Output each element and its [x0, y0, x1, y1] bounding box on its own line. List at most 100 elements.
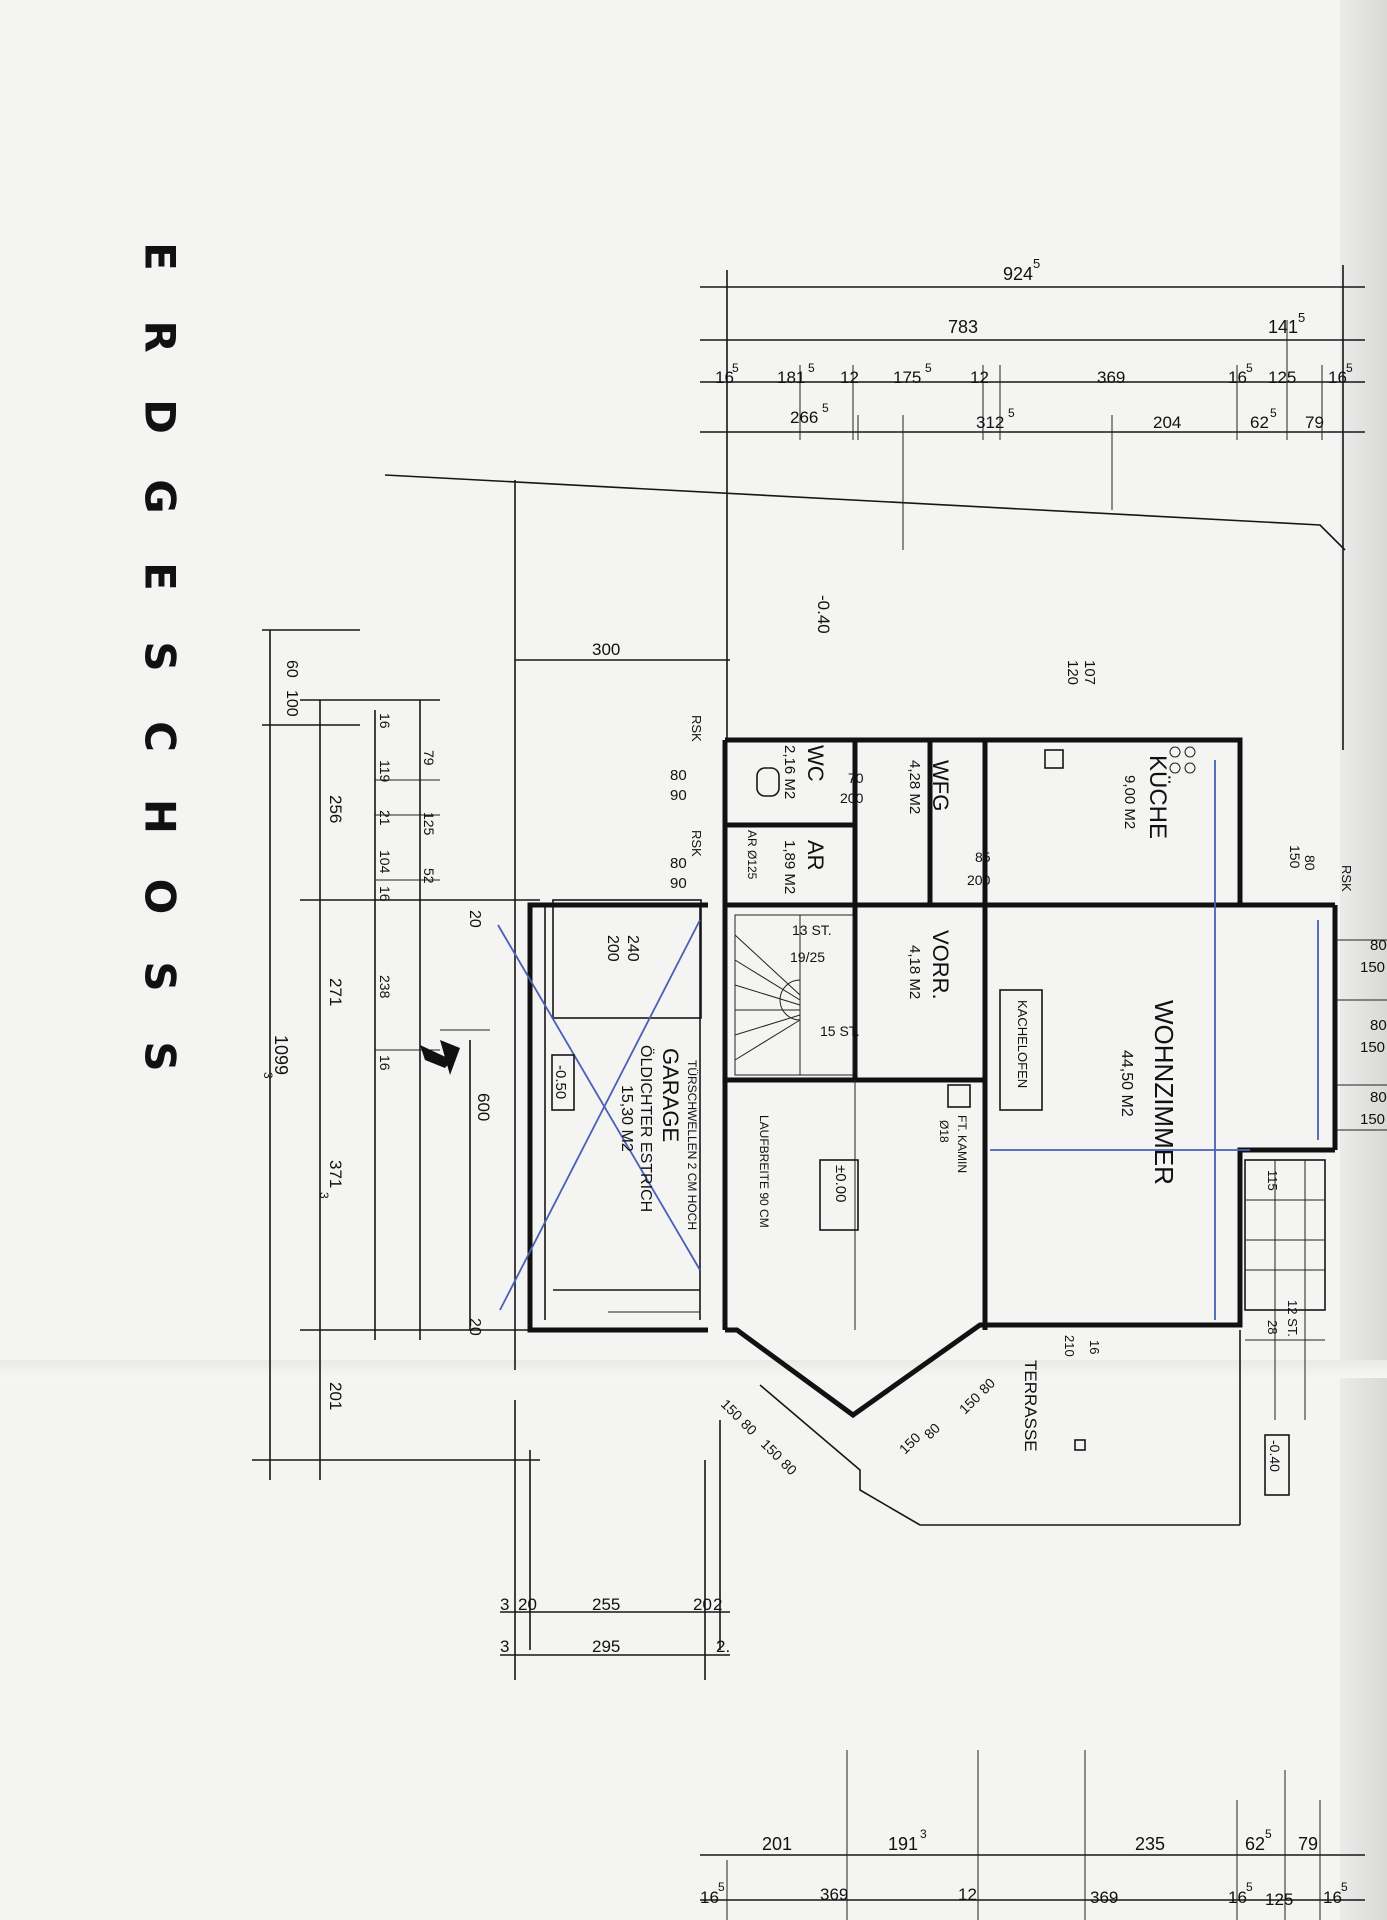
tiled-stove-label: KACHELOFEN — [1015, 1000, 1030, 1088]
dim-r3-sup: 5 — [925, 361, 932, 375]
dim-r3: 12 — [840, 368, 859, 387]
interior-dimensions: 70 200 200 85 — [840, 770, 991, 888]
paper-edge — [1340, 0, 1387, 1920]
garage-level: -0.50 — [552, 1065, 569, 1099]
stair-ratio: 19/25 — [790, 949, 825, 965]
dim-r2: 369 — [1090, 1888, 1118, 1907]
dim-r3: 181 — [777, 368, 805, 387]
dim-right: 150 — [1360, 1039, 1385, 1056]
thresholds-note: TÜRSCHWELLEN 2 CM HOCH — [685, 1060, 699, 1230]
dim-1099-sup: 3 — [261, 1072, 275, 1079]
dim-r2: 16 — [1323, 1888, 1342, 1907]
fixtures: KACHELOFEN FT. KAMIN Ø18 ±0.00 LAUFBREIT… — [756, 746, 1319, 1320]
dim-200b: 200 — [967, 872, 991, 888]
dim-r3: 369 — [1097, 368, 1125, 387]
bay-dimensions: 150 80 150 80 80 150 150 80 210 16 — [718, 1330, 1241, 1526]
dim-r4-sup: 5 — [822, 401, 829, 415]
dim-371-sup: 3 — [317, 1192, 331, 1199]
dim-c1: 21 — [377, 810, 393, 826]
dim-107: 107 — [1081, 660, 1098, 685]
dim-r2-sup: 5 — [718, 1880, 725, 1894]
left-dimensions: 60 100 256 271 1099 3 371 3 201 600 300 … — [252, 480, 730, 1480]
dim-115: 115 — [1265, 1170, 1280, 1191]
dim-r2: 12 — [958, 1885, 977, 1904]
dim-r1: 79 — [1298, 1834, 1318, 1854]
room-wfg-name: WFG — [928, 760, 953, 811]
dim-total-sup: 5 — [1033, 256, 1040, 271]
dim-r4-sup: 5 — [1008, 406, 1015, 420]
dim-b1: 20 — [693, 1595, 712, 1614]
room-wfg-area: 4,28 M2 — [906, 760, 923, 814]
dim-total: 924 — [1003, 264, 1033, 284]
dim-r1: 191 — [888, 1834, 918, 1854]
garage-name: GARAGE — [658, 1048, 683, 1142]
dim-90: 90 — [670, 787, 687, 804]
dim-r3-sup: 5 — [1346, 361, 1353, 375]
dim-80: 80 — [1302, 855, 1318, 871]
dim-bay: 80 — [976, 1375, 998, 1397]
dim-120: 120 — [1064, 660, 1081, 685]
dim-b1: 255 — [592, 1595, 620, 1614]
dim-141-sup: 5 — [1298, 310, 1305, 325]
dim-b1: 3 — [500, 1595, 509, 1614]
dim-r3-sup: 5 — [808, 361, 815, 375]
dim-70: 70 — [848, 770, 864, 786]
garage-area: 15,30 M2 — [618, 1085, 635, 1152]
dim-right: 80 — [1370, 937, 1387, 954]
dim-c1: 16 — [377, 713, 393, 729]
dim-150: 150 — [1287, 845, 1303, 869]
dim-b2: 3 — [500, 1637, 509, 1656]
dim-r1: 62 — [1245, 1834, 1265, 1854]
dim-bay: 150 — [896, 1429, 924, 1457]
dim-r2-sup: 5 — [1246, 1880, 1253, 1894]
dim-bay: 150 — [758, 1436, 786, 1464]
dim-b1: 2 — [713, 1595, 722, 1614]
dim-c1: 16 — [377, 1055, 393, 1071]
dim-85: 85 — [975, 849, 991, 865]
rsk-label: RSK — [689, 715, 704, 742]
room-ar-area: 1,89 M2 — [781, 840, 798, 894]
dim-b2: 295 — [592, 1637, 620, 1656]
property-line — [384, 474, 1346, 551]
dim-783: 783 — [948, 317, 978, 337]
dim-r2: 16 — [700, 1888, 719, 1907]
dim-r2: 16 — [1228, 1888, 1247, 1907]
room-kueche-area: 9,00 M2 — [1121, 775, 1138, 829]
dim-60: 60 — [283, 660, 300, 678]
dim-c1: 238 — [377, 975, 393, 999]
chimney-dia: Ø18 — [937, 1120, 951, 1143]
dim-210: 210 — [1062, 1335, 1077, 1357]
stair-count-12: 12 ST. — [1285, 1300, 1300, 1337]
room-wohnzimmer-area: 44,50 M2 — [1118, 1050, 1135, 1117]
dim-r2: 125 — [1265, 1890, 1293, 1909]
dim-1099: 1099 — [271, 1035, 291, 1075]
dim-r3: 175 — [893, 368, 921, 387]
dim-bay: 80 — [921, 1420, 943, 1442]
dim-r4: 204 — [1153, 413, 1181, 432]
dim-c1: 16 — [377, 886, 393, 902]
garage-floor: ÖLDICHTER ESTRICH — [637, 1045, 655, 1212]
dim-20b: 20 — [466, 1318, 483, 1336]
room-ar-name: AR — [803, 840, 828, 871]
dim-r3: 16 — [1228, 368, 1247, 387]
paper-fold — [0, 1360, 1387, 1378]
stair-count-15: 15 ST. — [820, 1023, 860, 1039]
rsk-label: RSK — [1339, 865, 1354, 892]
dim-271: 271 — [326, 978, 345, 1006]
room-labels: WC 2,16 M2 AR 1,89 M2 WFG 4,28 M2 VORR. … — [781, 745, 1179, 1452]
dim-r4: 266 — [790, 408, 818, 427]
dim-80: 80 — [670, 767, 687, 784]
dim-r2-sup: 5 — [1341, 1880, 1348, 1894]
chimney-label: FT. KAMIN — [955, 1115, 969, 1173]
dim-240: 240 — [624, 935, 641, 962]
dim-c2: 52 — [421, 868, 437, 884]
dim-right: 80 — [1370, 1089, 1387, 1106]
dim-256: 256 — [326, 795, 345, 823]
dim-right: 150 — [1360, 1111, 1385, 1128]
dim-r1: 235 — [1135, 1834, 1165, 1854]
dim-20a: 20 — [466, 910, 483, 928]
dim-r4-sup: 5 — [1270, 406, 1277, 420]
dim-r3: 12 — [970, 368, 989, 387]
dim-100: 100 — [283, 690, 300, 717]
